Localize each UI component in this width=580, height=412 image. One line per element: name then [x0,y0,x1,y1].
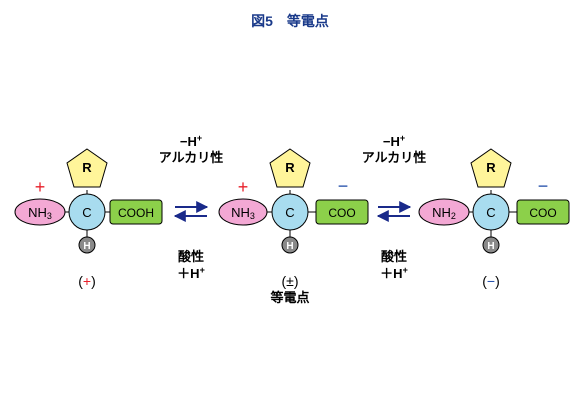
arrow-bottom-line2: ＋H+ [177,265,205,281]
hydrogen-label: H [83,241,90,252]
molecule-zwitterion: R NH3 C COO H + − (±) 等電点 [218,148,369,305]
alpha-carbon-label: C [285,205,294,220]
molecule-anion: R NH2 C COO H − (−) [418,148,570,289]
alpha-carbon-label: C [486,205,495,220]
amino-group [418,198,470,226]
amino-group [218,198,268,226]
alpha-carbon [472,193,510,231]
molecule-cation: R NH3 C COOH H + (+) [14,148,163,289]
hydrogen-label: H [286,241,293,252]
arrow-top-line1: −H+ [180,133,202,149]
side-chain-label: R [486,160,496,175]
amino-label: NH3 [231,205,255,221]
carboxyl-charge: − [538,176,549,196]
carboxyl-label: COO [328,206,355,220]
amino-label: NH2 [432,205,456,221]
figure-title: 図5 等電点 [251,13,329,29]
arrow-bottom-line1: 酸性 [381,249,407,264]
alpha-carbon-label: C [82,205,91,220]
arrow-top-line1: −H+ [383,133,405,149]
carboxyl-charge: − [338,176,349,196]
carboxyl-group [315,199,369,225]
arrow-top-line2: アルカリ性 [159,150,223,165]
alpha-carbon [271,193,309,231]
arrow-bottom-line1: 酸性 [178,249,204,264]
alpha-carbon [68,193,106,231]
amino-charge: + [238,177,249,197]
side-chain-pentagon [66,148,108,188]
carboxyl-group [516,199,570,225]
arrow-bottom-line2: ＋H+ [380,265,408,281]
amino-label: NH3 [28,205,52,221]
side-chain-label: R [285,160,295,175]
net-charge: (±) [281,273,298,289]
carboxyl-label: COOH [118,206,154,220]
side-chain-pentagon [470,148,512,188]
hydrogen-atom [281,236,299,254]
amino-group [14,198,66,226]
hydrogen-atom [78,236,96,254]
hydrogen-atom [482,236,500,254]
net-charge: (+) [78,273,96,289]
hydrogen-label: H [487,241,494,252]
net-charge: (−) [482,273,500,289]
side-chain-pentagon [269,148,311,188]
carboxyl-label: COO [529,206,556,220]
equilibrium-arrows-1: −H+ アルカリ性 酸性 ＋H+ [159,133,223,281]
arrow-top-line2: アルカリ性 [362,150,426,165]
amino-charge: + [35,177,46,197]
side-chain-label: R [82,160,92,175]
equilibrium-arrows-2: −H+ アルカリ性 酸性 ＋H+ [362,133,426,281]
carboxyl-group [109,199,163,225]
isoelectric-point-label: 等電点 [269,290,309,305]
